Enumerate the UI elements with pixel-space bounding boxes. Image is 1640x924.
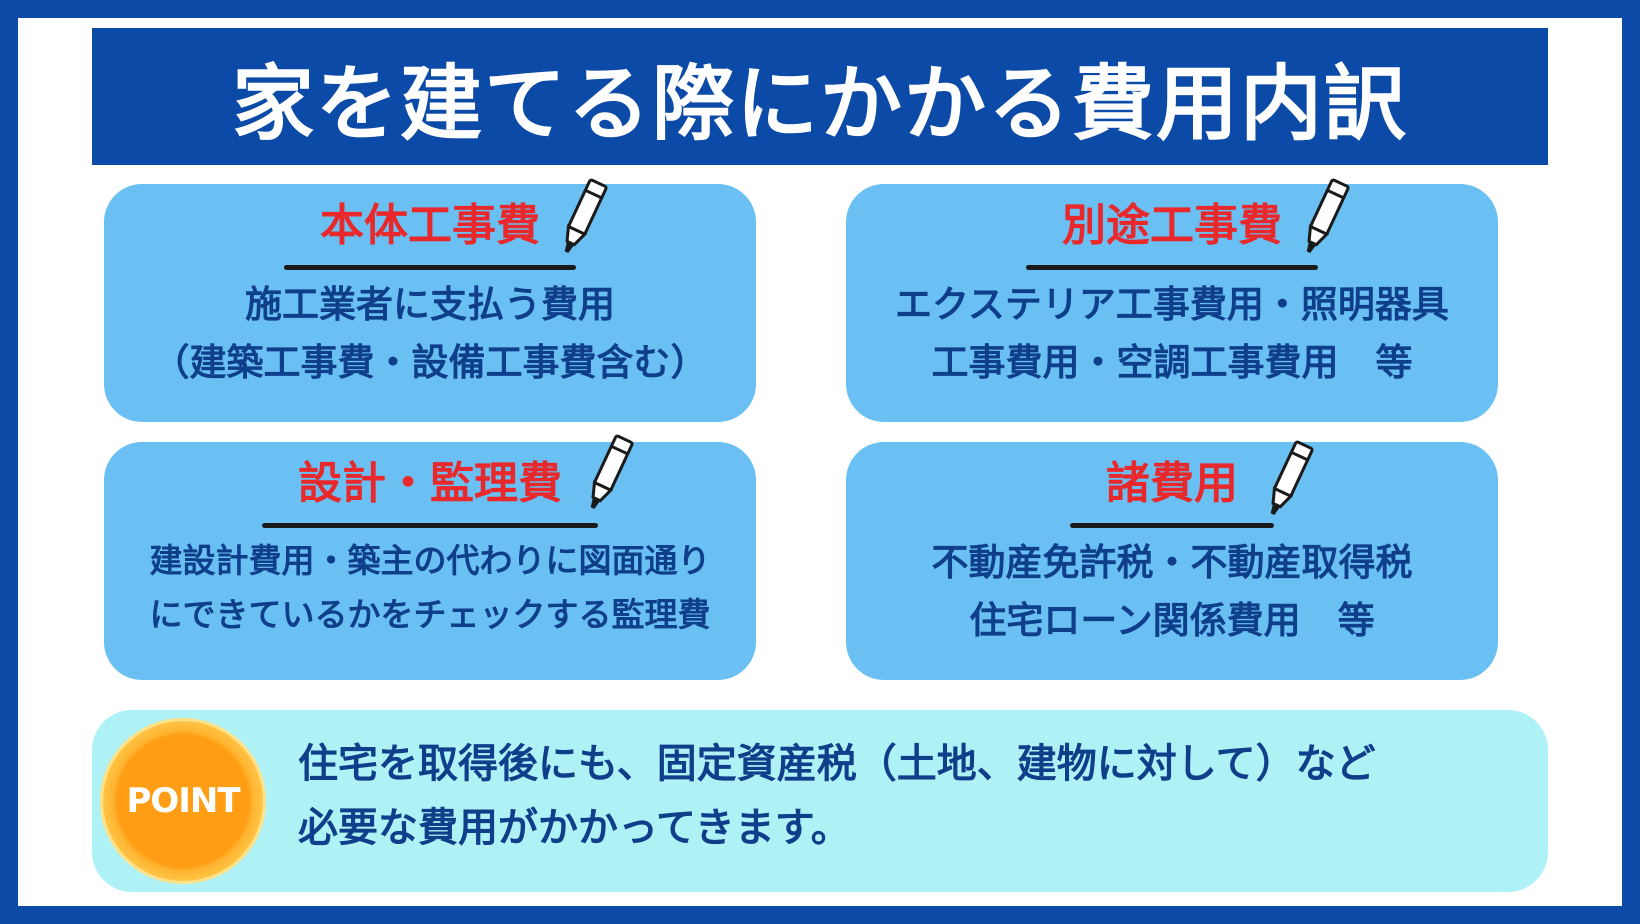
card-design-supervision: 設計・監理費 建設計費用・築主の代わりに図面通り にできているかをチェックする監…	[104, 434, 756, 680]
point-text: 住宅を取得後にも、固定資産税（土地、建物に対して）など 必要な費用がかかってきま…	[298, 732, 1376, 860]
point-badge-label: POINT	[126, 781, 240, 821]
card-line: にできているかをチェックする監理費	[149, 595, 711, 634]
card-line: 住宅ローン関係費用 等	[969, 599, 1375, 642]
card-title: 別途工事費	[1026, 196, 1318, 270]
point-line: 住宅を取得後にも、固定資産税（土地、建物に対して）など	[298, 741, 1376, 787]
card-miscellaneous-costs: 諸費用 不動産免許税・不動産取得税 住宅ローン関係費用 等	[846, 440, 1498, 680]
card-main-construction: 本体工事費 施工業者に支払う費用 （建築工事費・設備工事費含む）	[104, 178, 756, 422]
white-frame: 家を建てる際にかかる費用内訳 本体工事費 施工業者に支払う費用 （建築工事費・設…	[18, 18, 1622, 906]
card-title: 本体工事費	[284, 196, 576, 270]
card-description: 建設計費用・築主の代わりに図面通り にできているかをチェックする監理費	[104, 534, 756, 642]
marker-pen-icon	[564, 178, 608, 253]
card-title: 設計・監理費	[262, 454, 598, 528]
card-line: エクステリア工事費用・照明器具	[895, 283, 1449, 326]
card-line: 建設計費用・築主の代わりに図面通り	[149, 541, 711, 580]
card-line: （建築工事費・設備工事費含む）	[152, 341, 708, 384]
title-banner: 家を建てる際にかかる費用内訳	[92, 28, 1548, 165]
marker-pen-icon	[1306, 178, 1350, 253]
point-coin-icon: POINT	[100, 718, 266, 884]
point-line: 必要な費用がかかってきます。	[298, 805, 851, 851]
card-line: 不動産免許税・不動産取得税	[931, 541, 1413, 584]
marker-pen-icon	[1270, 440, 1314, 515]
page-title: 家を建てる際にかかる費用内訳	[231, 57, 1408, 152]
card-description: エクステリア工事費用・照明器具 工事費用・空調工事費用 等	[846, 276, 1498, 392]
card-description: 不動産免許税・不動産取得税 住宅ローン関係費用 等	[846, 534, 1498, 650]
card-line: 工事費用・空調工事費用 等	[931, 341, 1413, 384]
marker-pen-icon	[590, 434, 634, 509]
card-line: 施工業者に支払う費用	[245, 283, 615, 326]
card-description: 施工業者に支払う費用 （建築工事費・設備工事費含む）	[104, 276, 756, 392]
card-title: 諸費用	[1070, 454, 1274, 528]
point-callout: POINT 住宅を取得後にも、固定資産税（土地、建物に対して）など 必要な費用が…	[92, 710, 1548, 892]
card-separate-construction: 別途工事費 エクステリア工事費用・照明器具 工事費用・空調工事費用 等	[846, 178, 1498, 422]
